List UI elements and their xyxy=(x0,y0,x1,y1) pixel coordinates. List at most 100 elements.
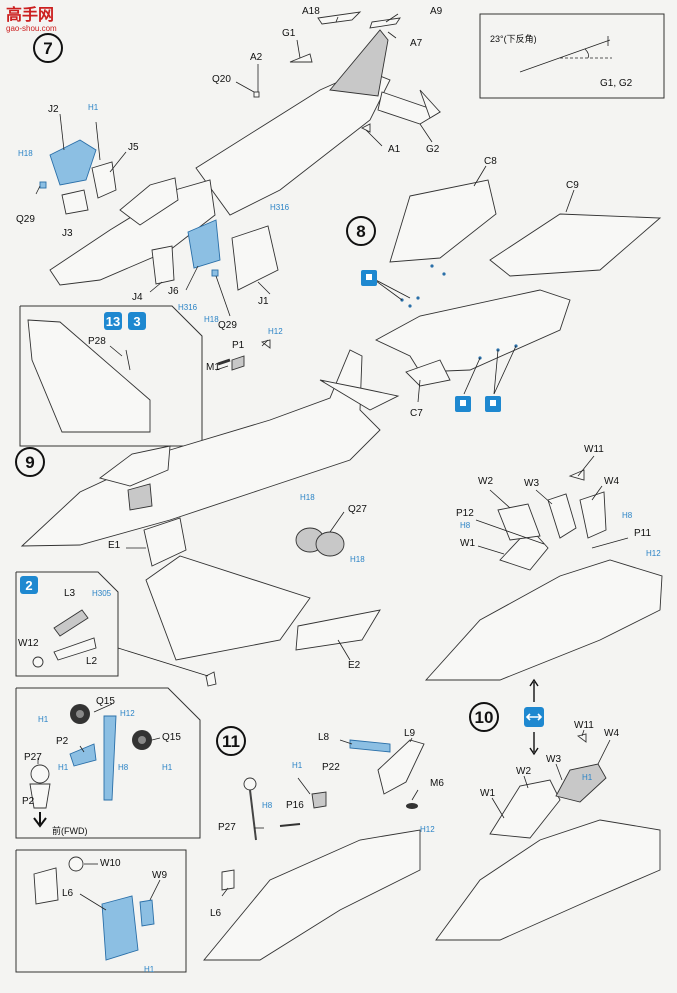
svg-text:8: 8 xyxy=(356,222,365,241)
step-11-assembly xyxy=(203,737,425,961)
color-H12a: H12 xyxy=(268,327,283,336)
step-9-canopy-labels: W11 W4 W2 W3 H8 P12 H8 P11 H12 W1 xyxy=(456,444,661,558)
step-9-marker: 9 xyxy=(15,447,45,477)
color-H18a: H18 xyxy=(18,149,33,158)
label-W11b: W11 xyxy=(574,720,594,731)
svg-text:3: 3 xyxy=(133,314,140,329)
drill-hole-badges xyxy=(361,270,501,412)
label-P2b: P2 xyxy=(22,796,35,807)
label-G1: G1 xyxy=(282,28,296,39)
color-H1g: H1 xyxy=(582,773,593,782)
label-W3b: W3 xyxy=(546,754,561,765)
color-H1c: H1 xyxy=(58,763,69,772)
forward-direction-label: 前(FWD) xyxy=(52,825,88,836)
label-P2a: P2 xyxy=(56,736,69,747)
label-Q15a: Q15 xyxy=(96,696,115,707)
color-H12b: H12 xyxy=(646,549,661,558)
label-A1: A1 xyxy=(388,144,401,155)
label-G2: G2 xyxy=(426,144,440,155)
landing-gear-inset: Q15 H1 H12 Q15 P2 H1 H8 H1 P27 P2 前(FWD) xyxy=(15,687,201,839)
step-7-labels: A18 A9 A7 G1 A2 Q20 A1 G2 J2 H1 J5 H18 Q… xyxy=(16,6,443,331)
label-A9: A9 xyxy=(430,6,443,17)
label-Q20: Q20 xyxy=(212,74,231,85)
arrow-down-icon xyxy=(529,747,539,756)
label-L9: L9 xyxy=(404,728,416,739)
step-9-assembly xyxy=(20,339,400,687)
label-J5: J5 xyxy=(128,142,139,153)
color-H18b: H18 xyxy=(204,315,219,324)
label-L6a: L6 xyxy=(62,888,74,899)
dihedral-text: 23°(下反角) xyxy=(490,33,537,44)
arrow-up-icon xyxy=(529,678,539,687)
label-C8: C8 xyxy=(484,156,497,167)
label-E1: E1 xyxy=(108,540,121,551)
label-J6: J6 xyxy=(168,286,179,297)
color-H1e: H1 xyxy=(144,965,155,974)
step-8-marker: 8 xyxy=(346,216,376,246)
step-11-marker: 11 xyxy=(216,726,246,756)
label-W9: W9 xyxy=(152,870,167,881)
label-E2: E2 xyxy=(348,660,361,671)
step-10-marker: 10 xyxy=(469,702,499,732)
label-P27a: P27 xyxy=(24,752,42,763)
label-C7: C7 xyxy=(410,408,423,419)
label-W12: W12 xyxy=(18,638,39,649)
svg-text:7: 7 xyxy=(43,39,52,58)
variant-2-inset: 2 L3 H305 W12 L2 xyxy=(15,571,209,677)
color-H8c: H8 xyxy=(118,763,129,772)
label-Q15b: Q15 xyxy=(162,732,181,743)
label-P28: P28 xyxy=(88,336,106,347)
gear-door-inset: W10 W9 L6 H1 xyxy=(15,849,187,974)
arrow-down-icon xyxy=(33,812,47,828)
label-P1: P1 xyxy=(232,340,245,351)
label-Q29a: Q29 xyxy=(16,214,35,225)
variant-13-inset: 13 3 P28 xyxy=(19,305,203,447)
label-L8: L8 xyxy=(318,732,330,743)
color-H12d: H12 xyxy=(420,825,435,834)
label-Q29b: Q29 xyxy=(218,320,237,331)
label-A18: A18 xyxy=(302,6,320,17)
step-7-marker: 7 xyxy=(33,33,63,63)
label-W11a: W11 xyxy=(584,444,604,455)
step-9-labels: M1 P1 H12 E1 H18 Q27 H18 E2 xyxy=(108,327,367,671)
color-H1b: H1 xyxy=(38,715,49,724)
label-L2: L2 xyxy=(86,656,98,667)
svg-text:11: 11 xyxy=(222,732,240,751)
step-10-assembly xyxy=(435,678,661,941)
svg-text:9: 9 xyxy=(25,453,34,472)
svg-text:13: 13 xyxy=(106,314,120,329)
watermark-name: 高手网 xyxy=(6,5,54,24)
label-A2: A2 xyxy=(250,52,263,63)
label-P11: P11 xyxy=(634,528,651,539)
color-H8b: H8 xyxy=(460,521,471,530)
color-H8d: H8 xyxy=(262,801,273,810)
label-A7: A7 xyxy=(410,38,423,49)
step-10-labels: W11 W4 W3 W2 W1 H1 xyxy=(480,720,619,799)
label-W4b: W4 xyxy=(604,728,619,739)
label-C9: C9 xyxy=(566,180,579,191)
color-H1f: H1 xyxy=(292,761,303,770)
color-H18c: H18 xyxy=(300,493,315,502)
label-P27b: P27 xyxy=(218,822,236,833)
color-H8a: H8 xyxy=(622,511,633,520)
step-9-canopy-assembly xyxy=(424,455,663,681)
label-W4a: W4 xyxy=(604,476,619,487)
watermark-logo: 高手网 gao-shou.com xyxy=(6,5,57,33)
color-H1d: H1 xyxy=(162,763,173,772)
label-J3: J3 xyxy=(62,228,73,239)
label-J2: J2 xyxy=(48,104,59,115)
label-M1: M1 xyxy=(206,362,220,373)
color-H1: H1 xyxy=(88,103,99,112)
dihedral-parts: G1, G2 xyxy=(600,78,633,89)
step-11-labels: L8 L9 M6 H12 H1 P22 H8 P16 P27 L6 xyxy=(210,728,444,919)
color-H18d: H18 xyxy=(350,555,365,564)
label-P16: P16 xyxy=(286,800,304,811)
label-J4: J4 xyxy=(132,292,143,303)
label-W2b: W2 xyxy=(516,766,531,777)
step-8-assembly xyxy=(371,165,662,403)
label-P12: P12 xyxy=(456,508,474,519)
label-W3a: W3 xyxy=(524,478,539,489)
label-W10: W10 xyxy=(100,858,121,869)
